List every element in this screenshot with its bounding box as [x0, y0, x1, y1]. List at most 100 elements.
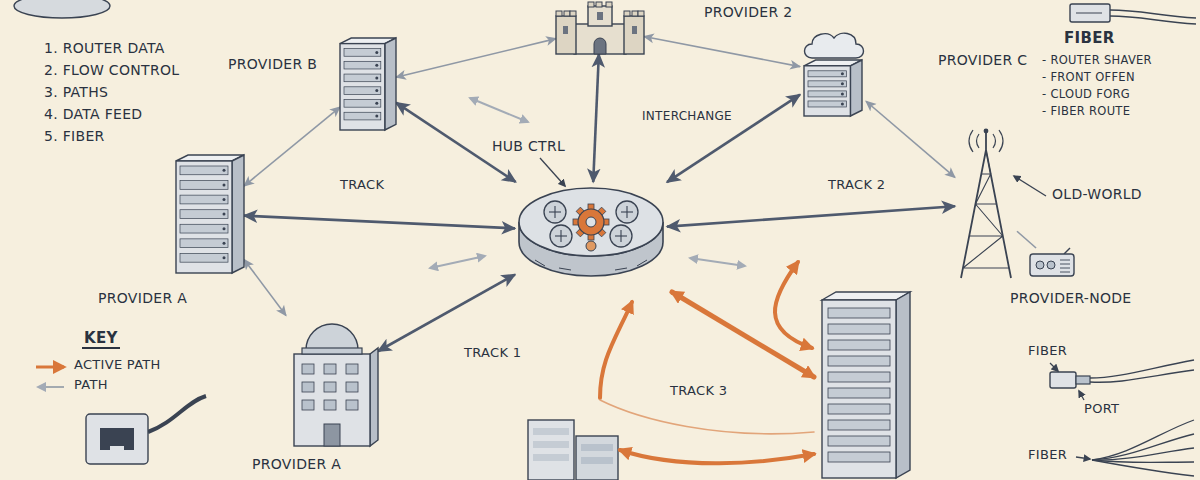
server-rack — [828, 420, 890, 430]
tower-icon — [961, 130, 1011, 278]
tower-icon — [969, 130, 1003, 152]
building-icon — [306, 324, 358, 350]
castle-node: PROVIDER 2 — [556, 2, 644, 54]
castle-icon — [556, 16, 576, 54]
tower-node: OLD-WORLD — [955, 128, 1017, 280]
port-icon — [1090, 370, 1194, 382]
castle-icon — [596, 2, 602, 7]
leader-line — [1076, 457, 1090, 459]
label-text: KEY — [82, 330, 120, 349]
cloud-icon — [808, 71, 846, 77]
connector — [644, 36, 800, 66]
fiber-strands — [1092, 434, 1194, 460]
port-icon — [1090, 360, 1194, 378]
hub-icon — [515, 182, 667, 282]
label-text: 5. FIBER — [42, 128, 107, 144]
server-icon — [223, 227, 226, 230]
radio-icon — [1030, 248, 1074, 276]
server-icon — [385, 38, 396, 130]
server-icon — [344, 112, 381, 120]
label-text: INTERCHANGE — [640, 110, 734, 124]
server-pair — [528, 420, 618, 480]
rj45-jack — [86, 414, 148, 464]
server-icon — [340, 38, 396, 130]
server-rack — [828, 324, 890, 334]
server-icon — [223, 198, 226, 201]
radio-icon — [1060, 260, 1070, 272]
label-text: FIBER — [1026, 344, 1069, 359]
building-icon — [346, 382, 358, 392]
building-icon — [302, 382, 314, 392]
leader-line — [540, 158, 565, 186]
server-icon — [340, 44, 385, 130]
leader-line — [1079, 391, 1084, 400]
server-icon — [180, 181, 228, 190]
server-rack — [822, 300, 896, 478]
leader-line — [1050, 363, 1058, 371]
rj45-jack — [110, 446, 124, 452]
server-icon — [340, 38, 396, 130]
castle-icon — [594, 38, 606, 54]
server-node: PROVIDER A — [176, 155, 244, 273]
fiber-device — [1070, 4, 1196, 24]
castle-icon — [638, 11, 644, 16]
building-icon — [302, 364, 314, 374]
server-icon — [180, 210, 228, 219]
server-rack — [828, 388, 890, 398]
server-pair — [581, 457, 613, 464]
fiber-device — [1070, 4, 1110, 22]
active-path — [600, 262, 814, 463]
radio-icon — [1047, 261, 1055, 269]
castle-icon — [588, 2, 594, 7]
connector — [378, 275, 515, 352]
hub-icon — [550, 225, 572, 247]
node-label: PROVIDER-NODE — [1008, 290, 1134, 306]
castle-icon — [606, 2, 612, 7]
server-rack — [828, 452, 890, 462]
connector — [244, 216, 515, 229]
label-text: TRACK 3 — [668, 384, 729, 399]
node-label: OLD-WORLD — [1050, 186, 1144, 202]
active-path — [600, 400, 814, 434]
hub-icon — [637, 260, 647, 266]
node-label: PROVIDER A — [250, 456, 343, 472]
server-icon — [344, 49, 381, 57]
server-icon — [180, 253, 228, 262]
hub-icon — [610, 225, 632, 247]
server-pair — [528, 420, 574, 480]
legend-sample — [36, 367, 64, 387]
building-node: PROVIDER A — [286, 308, 378, 446]
hub-icon — [559, 268, 571, 270]
tower-icon — [961, 129, 1011, 278]
server-icon — [223, 169, 226, 172]
server-icon — [375, 64, 378, 67]
legend-sample — [36, 366, 64, 369]
hub-icon — [626, 206, 627, 218]
legend-entry: ACTIVE PATH — [72, 358, 163, 373]
label-text: TRACK 2 — [826, 178, 887, 193]
building-icon — [294, 354, 370, 446]
node-label: PROVIDER C — [936, 52, 1029, 68]
cloud-icon — [808, 81, 846, 87]
castle-icon — [624, 16, 644, 54]
cloud-node: PROVIDER C — [800, 30, 866, 116]
castle-icon — [624, 11, 630, 16]
castle-icon — [563, 26, 568, 34]
server-icon — [375, 102, 378, 105]
connector — [396, 39, 556, 78]
castle-icon — [597, 12, 603, 20]
tower-icon — [955, 128, 1017, 280]
radio-icon — [1064, 248, 1070, 254]
castle-icon — [556, 2, 644, 54]
server-icon — [344, 61, 381, 69]
hub-icon — [535, 260, 545, 266]
fiber-device — [1076, 13, 1102, 14]
server-icon — [344, 87, 381, 95]
hub-icon — [519, 188, 663, 256]
rj45-jack — [86, 396, 206, 464]
label-text: - CLOUD FORG — [1040, 88, 1132, 101]
legend-text: ACTIVE PATH — [72, 358, 163, 373]
server-icon — [232, 155, 244, 273]
building-icon — [294, 324, 378, 446]
fiber-strands — [1092, 460, 1194, 476]
